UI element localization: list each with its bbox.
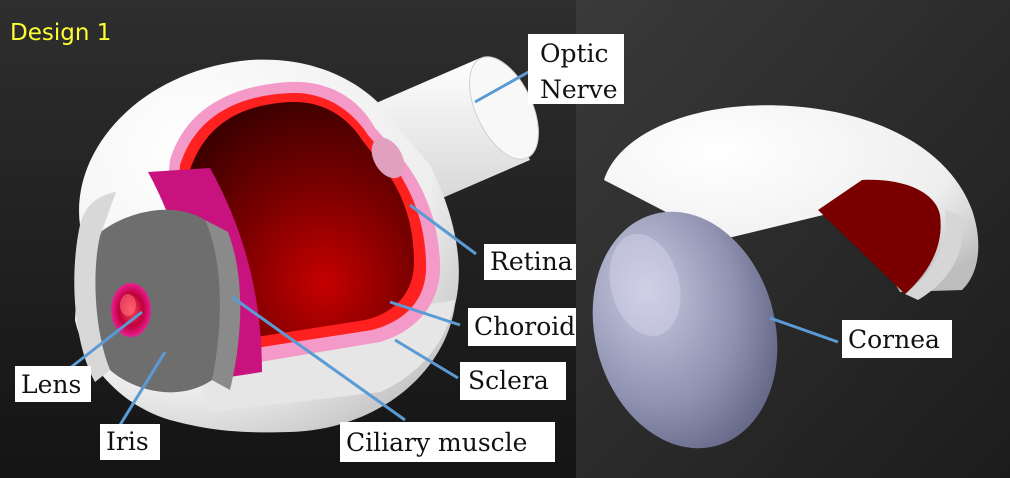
label-choroid: Choroid [474,312,575,341]
design-title: Design 1 [10,20,111,46]
label-retina: Retina [490,247,573,276]
label-cornea: Cornea [848,325,940,354]
label-optic-nerve-line1: Optic [540,39,609,68]
label-iris: Iris [106,427,149,456]
label-optic-nerve-line2: Nerve [540,75,618,104]
label-sclera: Sclera [468,366,549,395]
label-ciliary-muscle: Ciliary muscle [346,428,527,457]
label-lens: Lens [21,370,81,399]
